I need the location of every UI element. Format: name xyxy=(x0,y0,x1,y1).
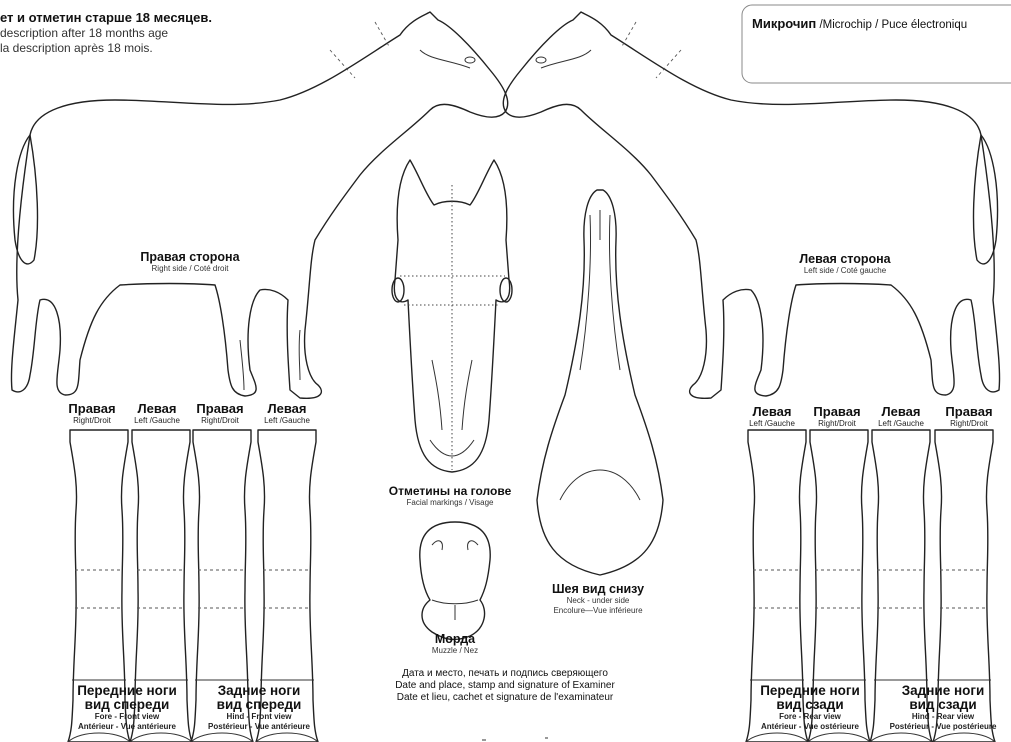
examiner-signature-field[interactable]: Дата и место, печать и подпись сверяющег… xyxy=(355,668,655,704)
examiner-ru: Дата и место, печать и подпись сверяющег… xyxy=(355,668,655,680)
fore-front-fr: Antérieur - Vue antérieure xyxy=(52,722,202,732)
leg-label-sub: Left /Gauche xyxy=(868,419,934,428)
neck-sub1: Neck - under side xyxy=(528,596,668,606)
neck-label: Шея вид снизу Neck - under side Encolure… xyxy=(528,582,668,616)
leg-label-ru: Левая xyxy=(740,405,804,419)
fore-rear-en: Fore - Rear view xyxy=(742,712,878,722)
leg-label-sub: Left /Gauche xyxy=(252,416,322,425)
neck-sub2: Encolure—Vue inférieure xyxy=(528,606,668,616)
hind-rear-caption: Задние ноги вид сзади Hind - Rear view P… xyxy=(876,684,1010,732)
hind-front-en: Hind - Front view xyxy=(192,712,326,722)
examiner-en: Date and place, stamp and signature of E… xyxy=(355,680,655,692)
horse-left-side-outline xyxy=(503,12,999,398)
leg-label-ru: Правая xyxy=(188,402,252,416)
leg-label-ru: Правая xyxy=(60,402,124,416)
right-side-label: Правая сторона Right side / Coté droit xyxy=(120,250,260,274)
leg-label-sub: Right/Droit xyxy=(934,419,1004,428)
facial-ru: Отметины на голове xyxy=(370,484,530,498)
leg-label: Правая Right/Droit xyxy=(60,402,124,425)
examiner-fr: Date et lieu, cachet et signature de l'e… xyxy=(355,692,655,704)
left-side-ru: Левая сторона xyxy=(770,252,920,266)
microchip-label-ru: Микрочип xyxy=(752,16,816,31)
fore-front-ru1: Передние ноги xyxy=(52,684,202,698)
leg-label-ru: Левая xyxy=(124,402,190,416)
facial-markings-label: Отметины на голове Facial markings / Vis… xyxy=(370,484,530,508)
leg-label-sub: Right/Droit xyxy=(60,416,124,425)
leg-label-sub: Right/Droit xyxy=(804,419,870,428)
neck-underside-outline xyxy=(537,190,663,575)
leg-label: Правая Right/Droit xyxy=(804,405,870,428)
muzzle-outline xyxy=(420,522,490,639)
facial-sub: Facial markings / Visage xyxy=(370,498,530,508)
microchip-field[interactable]: Микрочип /Microchip / Puce électroniqu xyxy=(752,15,967,33)
muzzle-ru: Морда xyxy=(410,632,500,646)
muzzle-sub: Muzzle / Nez xyxy=(410,646,500,656)
fore-rear-ru1: Передние ноги xyxy=(742,684,878,698)
hind-front-caption: Задние ноги вид спереди Hind - Front vie… xyxy=(192,684,326,732)
hind-rear-ru1: Задние ноги xyxy=(876,684,1010,698)
leg-label: Правая Right/Droit xyxy=(934,405,1004,428)
header-title-ru: ет и отметин старше 18 месяцев. xyxy=(0,10,212,26)
left-side-sub: Left side / Coté gauche xyxy=(770,266,920,276)
hind-rear-fr: Postérieur - Vue postérieure xyxy=(876,722,1010,732)
leg-label: Левая Left /Gauche xyxy=(252,402,322,425)
fore-rear-ru2: вид сзади xyxy=(742,698,878,712)
leg-label: Левая Left /Gauche xyxy=(868,405,934,428)
left-side-label: Левая сторона Left side / Coté gauche xyxy=(770,252,920,276)
leg-label-ru: Правая xyxy=(934,405,1004,419)
leg-label: Левая Left /Gauche xyxy=(740,405,804,428)
fore-rear-fr: Antérieur - Vue ostérieure xyxy=(742,722,878,732)
muzzle-label: Морда Muzzle / Nez xyxy=(410,632,500,656)
fore-front-caption: Передние ноги вид спереди Fore - Front v… xyxy=(52,684,202,732)
hind-front-fr: Postérieur - Vue antérieure xyxy=(192,722,326,732)
fore-rear-caption: Передние ноги вид сзади Fore - Rear view… xyxy=(742,684,878,732)
leg-label: Правая Right/Droit xyxy=(188,402,252,425)
fore-front-en: Fore - Front view xyxy=(52,712,202,722)
leg-label-ru: Левая xyxy=(252,402,322,416)
leg-label-sub: Left /Gauche xyxy=(124,416,190,425)
leg-label-ru: Левая xyxy=(868,405,934,419)
head-front-outline xyxy=(392,160,512,472)
header-title-fr: la description après 18 mois. xyxy=(0,41,212,56)
leg-label-sub: Right/Droit xyxy=(188,416,252,425)
leg-label-sub: Left /Gauche xyxy=(740,419,804,428)
leg-label: Левая Left /Gauche xyxy=(124,402,190,425)
leg-label-ru: Правая xyxy=(804,405,870,419)
hind-rear-ru2: вид сзади xyxy=(876,698,1010,712)
right-side-ru: Правая сторона xyxy=(120,250,260,264)
hind-front-ru1: Задние ноги xyxy=(192,684,326,698)
fore-front-ru2: вид спереди xyxy=(52,698,202,712)
neck-ru: Шея вид снизу xyxy=(528,582,668,596)
microchip-label-rest: /Microchip / Puce électroniqu xyxy=(816,19,967,31)
right-side-sub: Right side / Coté droit xyxy=(120,264,260,274)
header-block: ет и отметин старше 18 месяцев. descript… xyxy=(0,10,212,56)
hind-front-ru2: вид спереди xyxy=(192,698,326,712)
header-title-en: description after 18 months age xyxy=(0,26,212,41)
hind-rear-en: Hind - Rear view xyxy=(876,712,1010,722)
